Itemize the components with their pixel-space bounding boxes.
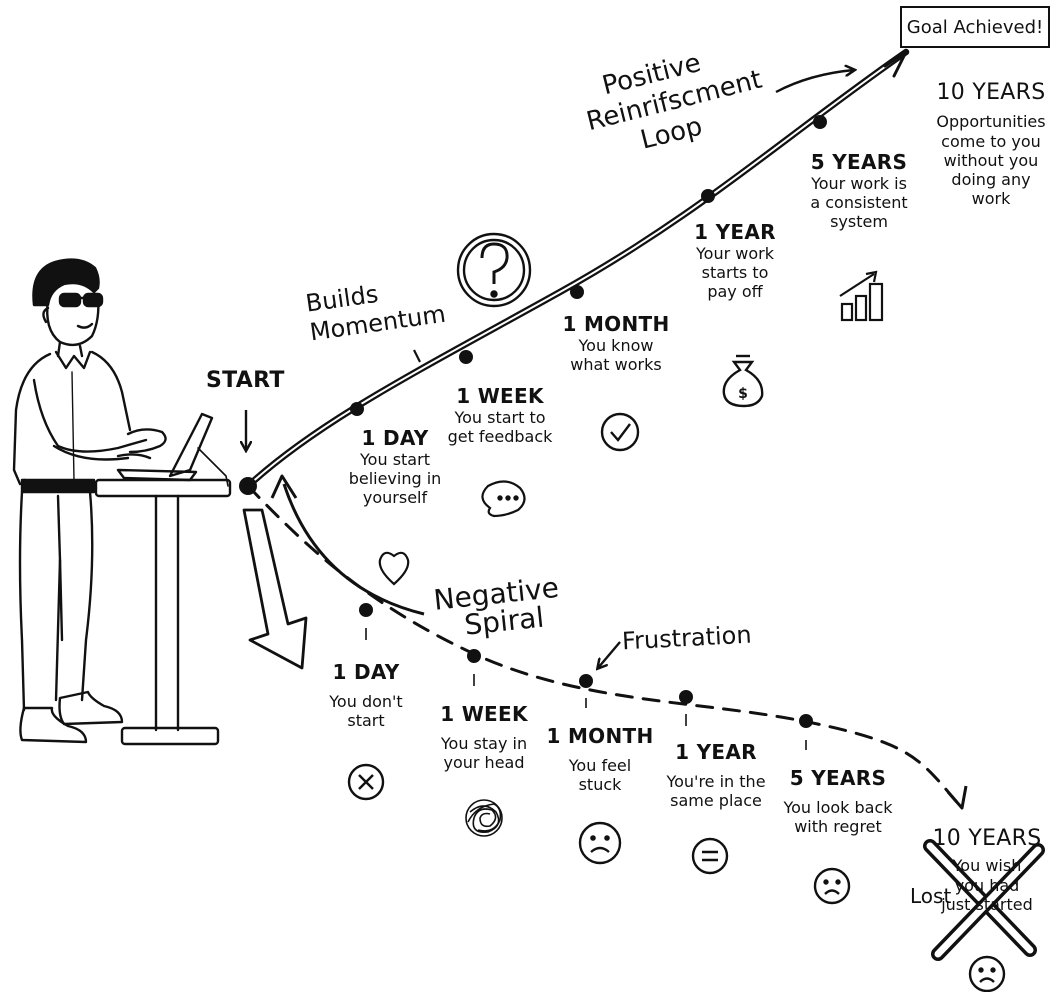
sad-face-icon <box>578 821 622 865</box>
step-desc: just started <box>941 894 1033 914</box>
negative-nodes <box>359 603 813 728</box>
growth-chart-icon <box>839 270 884 322</box>
step-time: 10 YEARS <box>936 80 1046 105</box>
pos-node-1-year <box>701 189 715 203</box>
lost-cross-mark <box>923 839 1045 961</box>
step-time: 1 WEEK <box>456 384 544 408</box>
step-desc: system <box>830 212 888 232</box>
neg-node-1-week <box>467 649 481 663</box>
step-desc: You look back <box>783 798 893 817</box>
pos-node-1-month <box>570 285 584 299</box>
svg-text:$: $ <box>738 386 748 402</box>
step-desc: work <box>971 189 1011 209</box>
loop-arrow <box>775 70 854 94</box>
step-desc: You feel <box>568 756 632 775</box>
step-time: 1 MONTH <box>546 724 654 748</box>
goal-label: Goal Achieved! <box>906 16 1044 38</box>
neg-step-5-years: 5 YEARS You look back with regret <box>776 766 900 836</box>
step-desc: You're in the <box>666 772 766 791</box>
pos-step-10-years: 10 YEARS Opportunities come to you witho… <box>928 80 1054 208</box>
step-time: 1 WEEK <box>440 702 528 726</box>
neg-step-1-month: 1 MONTH You feel stuck <box>540 724 660 794</box>
step-desc: yourself <box>362 488 428 508</box>
step-desc: pay off <box>707 282 763 302</box>
neg-step-1-day: 1 DAY You don't start <box>310 660 422 730</box>
step-time: 1 DAY <box>332 660 400 684</box>
neg-node-1-year <box>679 690 693 704</box>
frustration-arrow <box>598 641 621 668</box>
goal-achieved-box: Goal Achieved! <box>900 6 1050 48</box>
pos-node-1-week <box>459 350 473 364</box>
sad-face-icon <box>813 867 851 905</box>
neg-node-1-month <box>579 674 593 688</box>
step-time: 1 YEAR <box>694 220 776 244</box>
pos-step-1-day: 1 DAY You start believing in yourself <box>330 426 460 508</box>
lost-label: Lost <box>910 884 952 908</box>
neg-node-1-day <box>359 603 373 617</box>
big-down-arrow <box>242 508 308 670</box>
step-desc: your head <box>443 753 525 773</box>
x-circle-icon <box>347 763 385 801</box>
step-desc: Your work is <box>811 174 907 193</box>
neg-step-1-week: 1 WEEK You stay in your head <box>424 702 544 772</box>
step-desc: You stay in <box>440 734 528 753</box>
step-time: 1 MONTH <box>562 312 670 336</box>
question-circle-icon <box>456 232 532 308</box>
step-desc: same place <box>670 791 762 811</box>
equals-circle-icon <box>691 837 729 875</box>
step-desc: stuck <box>578 775 622 795</box>
pos-step-1-year: 1 YEAR Your work starts to pay off <box>680 220 790 302</box>
step-desc: You know <box>578 336 654 355</box>
money-bag-icon: $ <box>722 354 764 408</box>
pos-node-5-years <box>813 115 827 129</box>
step-desc: You start to <box>454 408 546 427</box>
step-desc: start <box>347 711 385 731</box>
step-time: 5 YEARS <box>810 150 908 174</box>
pos-step-5-years: 5 YEARS Your work is a consistent system <box>800 150 918 232</box>
person-at-desk-illustration <box>12 258 232 746</box>
step-desc: doing any <box>951 169 1031 189</box>
step-desc: believing in <box>348 469 442 489</box>
step-desc: starts to <box>701 263 769 283</box>
negative-ticks <box>365 628 807 750</box>
step-desc: come to you <box>941 131 1041 151</box>
step-time: 1 DAY <box>361 426 429 450</box>
step-desc: with regret <box>794 817 882 837</box>
neg-step-10-years: 10 YEARS You wish you had just started <box>922 826 1052 914</box>
step-desc: what works <box>570 355 662 375</box>
positive-path <box>244 48 910 490</box>
neg-step-1-year: 1 YEAR You're in the same place <box>656 740 776 810</box>
sad-face-icon <box>968 955 1006 992</box>
speech-bubble-icon <box>481 480 526 518</box>
neg-node-5-years <box>799 714 813 728</box>
check-circle-icon <box>600 412 640 452</box>
step-desc: a consistent <box>810 193 908 213</box>
pos-step-1-week: 1 WEEK You start to get feedback <box>440 384 560 446</box>
step-desc: You wish <box>952 856 1022 876</box>
step-desc: Your work <box>696 244 774 263</box>
step-time: 10 YEARS <box>932 826 1042 851</box>
step-desc: without you <box>943 150 1039 170</box>
negative-spiral-label: Negative Spiral <box>432 571 563 645</box>
heart-icon <box>378 551 410 586</box>
step-desc: get feedback <box>447 427 553 447</box>
step-time: 5 YEARS <box>789 766 887 790</box>
negative-path <box>246 484 964 810</box>
start-label: START <box>206 368 285 393</box>
pos-node-1-day <box>350 402 364 416</box>
step-desc: Opportunities <box>936 112 1046 132</box>
momentum-pointer <box>413 349 421 363</box>
step-desc: You start <box>360 450 430 469</box>
step-desc: You don't <box>329 692 403 711</box>
step-desc: you had <box>954 875 1020 895</box>
tangled-scribble-icon <box>465 799 503 837</box>
step-time: 1 YEAR <box>675 740 757 764</box>
positive-nodes <box>350 115 827 416</box>
pos-step-1-month: 1 MONTH You know what works <box>556 312 676 374</box>
